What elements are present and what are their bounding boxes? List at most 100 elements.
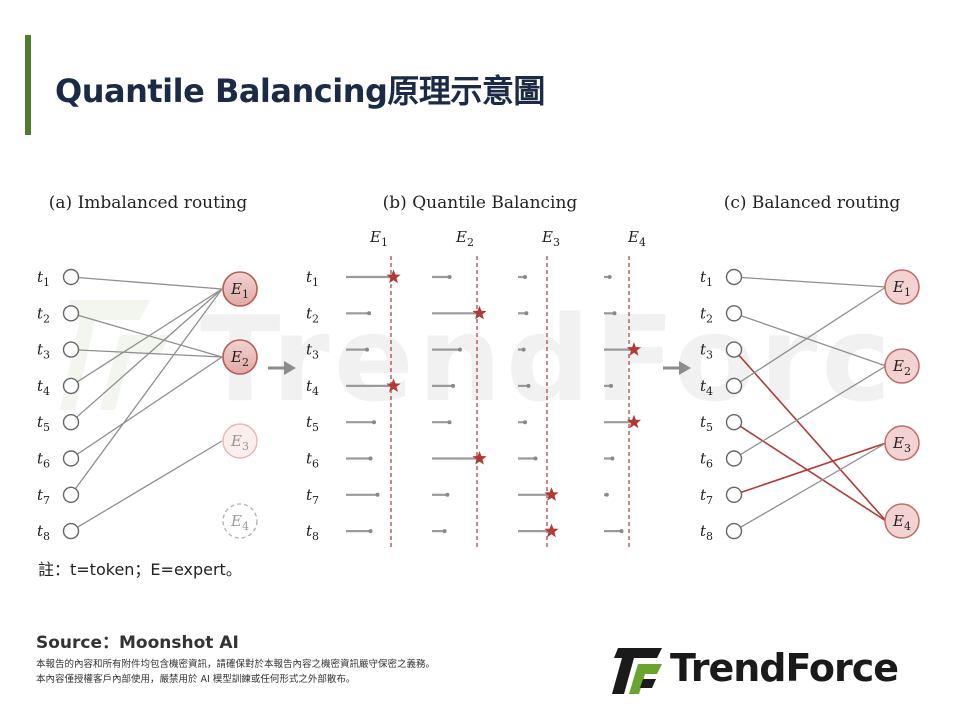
score-bar-end	[451, 383, 455, 388]
routing-line	[733, 286, 887, 387]
token-node	[62, 413, 80, 431]
disclaimer-line: 本報告的內容和所有附件均包含機密資訊，請確保對於本報告內容之機密資訊嚴守保密之義…	[36, 659, 436, 670]
score-bar-end	[447, 420, 452, 425]
token-label: t1	[37, 268, 50, 289]
token-label: t2	[37, 304, 50, 325]
routing-line	[70, 288, 223, 496]
score-bar-end	[612, 311, 617, 316]
score-bar-end	[619, 529, 624, 534]
disclaimer: 本報告的內容和所有附件均包含機密資訊，請確保對於本報告內容之機密資訊嚴守保密之義…	[36, 657, 435, 687]
routing-line	[733, 276, 887, 288]
score-bar-end	[375, 492, 380, 497]
score-bar-end	[524, 311, 529, 316]
token-label: t6	[306, 450, 319, 471]
score-bar-end	[368, 456, 373, 461]
token-node	[725, 377, 743, 395]
token-label: t4	[306, 377, 319, 398]
trendforce-watermark: TrendForce	[60, 290, 900, 420]
score-bar-end	[523, 275, 527, 279]
token-node	[62, 486, 80, 503]
selected-star-icon	[386, 269, 401, 284]
footnote: 註：t=token；E=expert。	[38, 560, 242, 579]
logo-text: TrendForce	[670, 646, 899, 690]
token-node	[725, 486, 743, 503]
token-node	[62, 305, 80, 322]
score-bar-end	[610, 456, 615, 461]
token-label: t4	[37, 377, 50, 398]
page-title: Quantile Balancing原理示意圖	[55, 72, 545, 110]
token-label: t7	[306, 486, 319, 507]
score-bar-end	[458, 347, 462, 352]
token-label: t3	[306, 341, 319, 362]
expert-node	[222, 423, 258, 459]
token-label: t8	[306, 522, 319, 543]
score-bar-end	[609, 383, 613, 388]
routing-line	[70, 312, 223, 358]
score-bar-end	[447, 275, 452, 279]
token-label: t5	[306, 413, 319, 434]
routing-line	[70, 288, 223, 387]
token-node	[725, 413, 743, 431]
panel-c-title: (c) Balanced routing	[724, 193, 901, 213]
panel-c: (c) Balanced routing t1t2t3t4t5t6t7t8E1E…	[700, 193, 920, 543]
routing-line	[70, 440, 223, 532]
title-accent-bar	[25, 35, 31, 135]
token-node	[62, 377, 80, 395]
selected-star-icon	[544, 487, 559, 501]
expert-node	[222, 503, 258, 539]
routing-line	[733, 442, 887, 496]
panel-a: (a) Imbalanced routing t1t2t3t4t5t6t7t8E…	[37, 193, 258, 543]
score-bar-end	[365, 347, 369, 352]
trendforce-logo-mark	[612, 648, 662, 694]
token-node	[725, 522, 743, 540]
token-label: t8	[700, 522, 713, 543]
score-bar-end	[372, 420, 376, 425]
selected-star-icon	[386, 378, 401, 392]
selected-star-icon	[472, 451, 487, 465]
token-node	[725, 268, 743, 286]
token-node	[725, 450, 743, 467]
token-label: t3	[700, 341, 713, 362]
expert-node	[884, 269, 920, 305]
expert-node	[884, 348, 920, 384]
token-label: t2	[306, 304, 319, 325]
score-bar-end	[533, 456, 538, 461]
token-label: t6	[700, 450, 713, 471]
selected-star-icon	[544, 523, 559, 538]
token-node	[62, 341, 80, 358]
score-bar-end	[526, 383, 531, 388]
token-node	[62, 522, 80, 540]
score-bar-end	[442, 529, 447, 534]
score-bar-end	[368, 529, 373, 534]
routing-line	[733, 312, 887, 367]
selected-star-icon	[472, 305, 487, 320]
trendforce-logo: TrendForce	[612, 646, 932, 698]
routing-line	[733, 421, 887, 522]
token-label: t7	[37, 486, 50, 507]
token-node	[725, 341, 743, 358]
selected-star-icon	[626, 342, 642, 356]
expert-node	[884, 425, 920, 461]
panel-a-title: (a) Imbalanced routing	[49, 193, 248, 213]
score-bar-end	[607, 275, 612, 279]
token-label: t7	[700, 486, 713, 507]
routing-line	[733, 349, 887, 522]
score-bar-end	[523, 420, 527, 425]
column-header: E3	[541, 228, 560, 249]
selected-star-icon	[626, 414, 642, 429]
token-label: t5	[700, 413, 713, 434]
token-node	[725, 305, 743, 322]
disclaimer-line: 本內容僅授權客戶內部使用，嚴禁用於 AI 模型訓練或任何形式之外部散布。	[36, 674, 356, 685]
svg-text:TrendForce: TrendForce	[200, 290, 900, 420]
token-label: t8	[37, 522, 50, 543]
routing-line	[70, 276, 223, 290]
column-header: E4	[627, 228, 646, 249]
score-bar-end	[367, 311, 372, 316]
expert-node	[222, 339, 258, 375]
token-label: t4	[700, 377, 713, 398]
expert-node	[222, 271, 258, 307]
token-label: t1	[306, 268, 319, 289]
token-node	[62, 268, 80, 286]
token-label: t2	[700, 304, 713, 325]
